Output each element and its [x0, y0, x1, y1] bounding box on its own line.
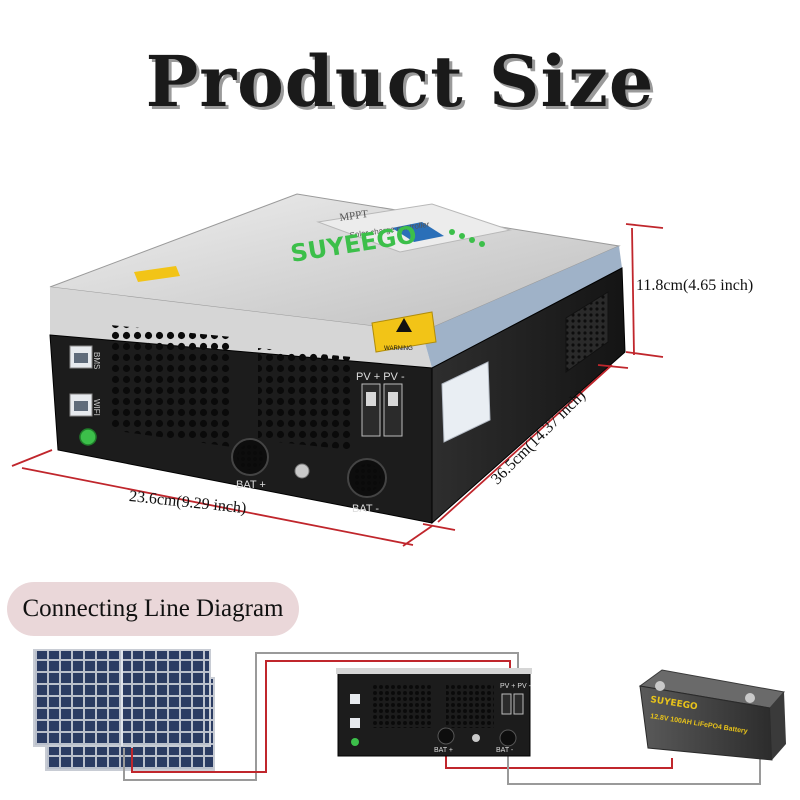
indicator-led [459, 233, 465, 239]
height-dimension-line [631, 227, 635, 356]
inverter-device: MPPT Solar charge controller SUYEEGO WAR… [49, 193, 626, 525]
small-bat-plus-label: BAT + [434, 747, 453, 754]
bat-plus-label: BAT + [236, 479, 266, 491]
pv-gray-wire [123, 652, 519, 781]
pv-terminal-label: PV + PV - [356, 371, 405, 383]
battery-red-wire [445, 748, 673, 769]
warning-text: WARNING [384, 346, 413, 352]
solar-panels [33, 649, 215, 771]
dimension-lines [11, 223, 664, 547]
mppt-label: MPPT [339, 208, 369, 224]
warning-sticker-top [134, 266, 180, 282]
diagram-title-badge [7, 582, 299, 636]
indicator-led [479, 241, 485, 247]
wifi-label: WIFI [92, 399, 101, 416]
side-label-sticker [441, 361, 491, 443]
power-button [79, 428, 97, 446]
indicator-led [469, 237, 475, 243]
ground-screw-icon [294, 463, 310, 479]
pv-plus-terminal [361, 383, 381, 437]
fan-grill-left [110, 325, 232, 447]
indicator-led [449, 229, 455, 235]
pv-minus-terminal [383, 383, 403, 437]
bms-label: BMS [92, 352, 101, 369]
height-dimension-label: 11.8cm(4.65 inch) [636, 277, 754, 294]
side-vent [565, 291, 609, 373]
warning-triangle-icon [396, 318, 412, 332]
bat-minus-label: BAT - [352, 503, 379, 515]
battery-gray-wire [507, 750, 761, 785]
fan-grill-right [258, 348, 352, 450]
depth-dimension-line [437, 364, 613, 523]
diagram-title: Connecting Line Diagram [22, 595, 284, 622]
controller-small: PV + PV - BAT + BAT - [336, 668, 532, 757]
wiring [123, 652, 761, 785]
device-side-lip [422, 246, 622, 368]
device-top-lip [50, 287, 432, 368]
pv-red-wire [131, 660, 511, 773]
width-dimension-line [21, 467, 414, 546]
battery-side [770, 692, 786, 760]
small-pv-label: PV + PV - [500, 683, 532, 690]
controller-small-body [337, 671, 531, 757]
lcd-screen [392, 222, 444, 242]
lifepo4-battery: SUYEEGO 12.8V 100AH LiFePO4 Battery [638, 669, 786, 761]
page-title: Product Size [145, 40, 655, 123]
small-bat-minus-label: BAT - [496, 747, 514, 754]
